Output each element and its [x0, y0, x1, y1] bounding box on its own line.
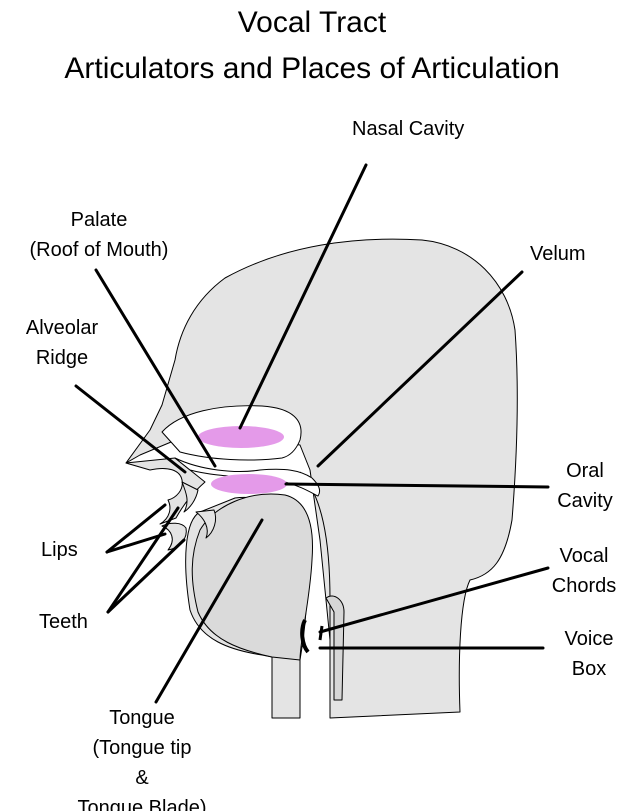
- nasal-cavity-highlight: [198, 426, 284, 448]
- label-oral-cavity: Oral Cavity: [552, 456, 618, 516]
- label-lips: Lips: [41, 535, 78, 565]
- label-palate: Palate (Roof of Mouth): [12, 205, 186, 265]
- label-tongue: Tongue (Tongue tip & Tongue Blade): [52, 703, 232, 811]
- label-alveolar-ridge: Alveolar Ridge: [14, 313, 110, 373]
- label-vocal-chords: Vocal Chords: [546, 541, 622, 601]
- leader-lips-upper: [107, 505, 165, 552]
- label-teeth: Teeth: [39, 607, 88, 637]
- label-voice-box: Voice Box: [554, 624, 624, 684]
- glottis-mark: [302, 620, 308, 652]
- leader-teeth-lower: [108, 540, 184, 612]
- label-nasal-cavity: Nasal Cavity: [352, 114, 464, 144]
- label-velum: Velum: [530, 239, 586, 269]
- oral-cavity-highlight: [211, 474, 287, 494]
- leader-lips-lower: [107, 534, 165, 552]
